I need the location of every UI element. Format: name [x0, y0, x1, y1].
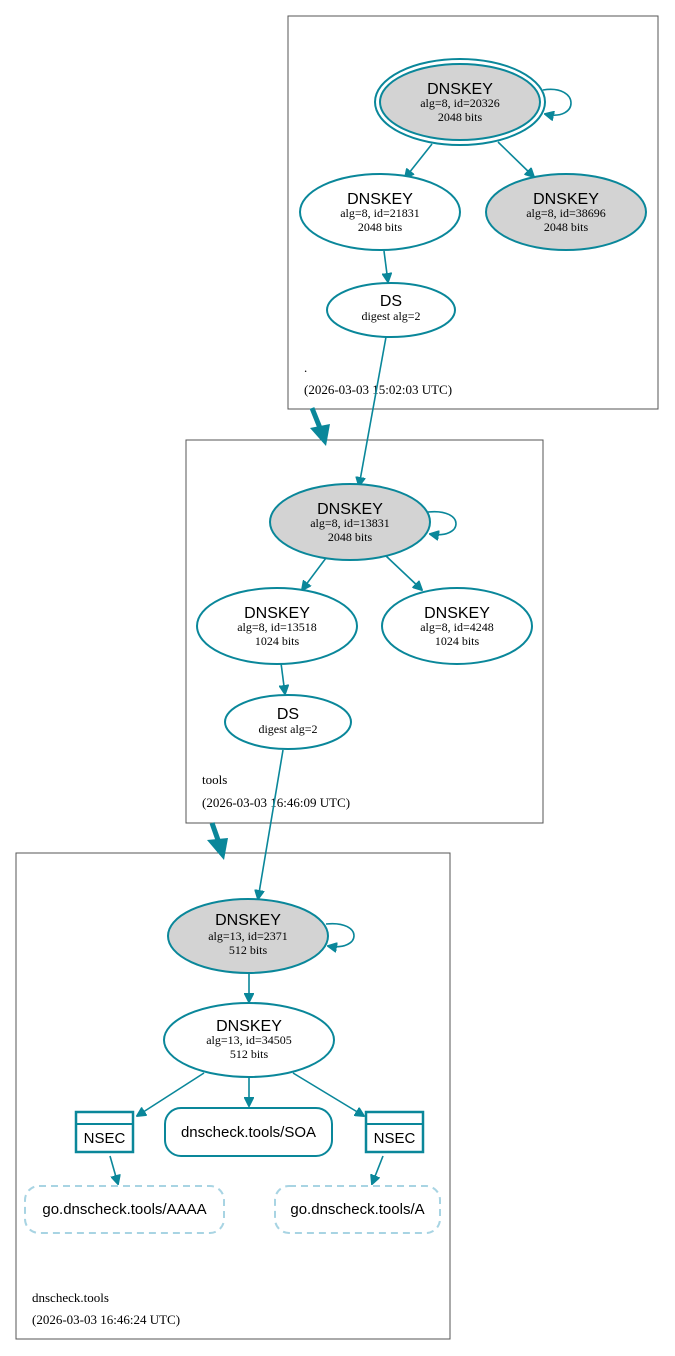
node-a[interactable]: go.dnscheck.tools/A [274, 1185, 441, 1234]
edge-dc-zsk-nsec-right [292, 1072, 364, 1116]
node-soa[interactable]: dnscheck.tools/SOA [164, 1107, 333, 1157]
node-soa-title: dnscheck.tools/SOA [181, 1124, 316, 1141]
edge-nsec-left-aaaa [109, 1155, 118, 1184]
node-tools-zsk1-title: DNSKEY [244, 605, 310, 622]
node-aaaa[interactable]: go.dnscheck.tools/AAAA [24, 1185, 225, 1234]
node-tools-zsk1[interactable]: DNSKEY alg=8, id=13518 1024 bits [196, 587, 358, 665]
node-root-ksk-bits: 2048 bits [438, 110, 483, 124]
zone-root-name: . [304, 360, 307, 375]
node-root-zsk1[interactable]: DNSKEY alg=8, id=21831 2048 bits [299, 173, 461, 251]
node-nsec-left-title: NSEC [84, 1130, 126, 1147]
node-dc-ksk-bits: 512 bits [229, 943, 268, 957]
edge-tools-ksk-zsk1 [302, 557, 327, 590]
node-root-ds-title: DS [380, 293, 402, 310]
zone-dnscheck-timestamp: (2026-03-03 16:46:24 UTC) [32, 1312, 180, 1327]
node-tools-zsk1-alg: alg=8, id=13518 [237, 620, 317, 634]
edge-nsec-right-a [372, 1155, 384, 1184]
node-root-zsk2[interactable]: DNSKEY alg=8, id=38696 2048 bits [485, 173, 647, 251]
zone-dnscheck-name: dnscheck.tools [32, 1290, 109, 1305]
node-dc-ksk-title: DNSKEY [215, 912, 281, 929]
edge-dc-ksk-self [325, 922, 355, 947]
node-nsec-left[interactable]: NSEC [74, 1110, 135, 1154]
edge-tools-zsk1-ds [281, 662, 285, 694]
node-tools-ksk-alg: alg=8, id=13831 [310, 516, 390, 530]
node-dc-zsk[interactable]: DNSKEY alg=13, id=34505 512 bits [163, 1002, 335, 1078]
node-tools-ksk-bits: 2048 bits [328, 530, 373, 544]
edge-tools-ds-dc-ksk [258, 749, 284, 899]
zone-dnscheck-box [15, 852, 451, 1340]
node-root-zsk1-title: DNSKEY [347, 191, 413, 208]
node-tools-ds-digest: digest alg=2 [258, 722, 317, 736]
zone-root-timestamp: (2026-03-03 15:02:03 UTC) [304, 382, 452, 397]
node-root-zsk2-bits: 2048 bits [544, 220, 589, 234]
edge-root-ksk-zsk1 [405, 143, 433, 178]
node-tools-zsk2-bits: 1024 bits [435, 634, 480, 648]
edge-dc-zsk-nsec-left [137, 1072, 205, 1116]
edge-root-ksk-self [542, 88, 572, 115]
node-a-title: go.dnscheck.tools/A [290, 1201, 424, 1218]
node-root-ds-digest: digest alg=2 [361, 309, 420, 323]
node-tools-zsk1-bits: 1024 bits [255, 634, 300, 648]
node-dc-zsk-alg: alg=13, id=34505 [206, 1033, 292, 1047]
edge-root-zsk1-ds [384, 250, 388, 282]
zone-tools-timestamp: (2026-03-03 16:46:09 UTC) [202, 795, 350, 810]
node-root-ds[interactable]: DS digest alg=2 [326, 282, 456, 338]
delegation-arrow-tools-dnscheck [207, 822, 228, 860]
node-tools-ds-title: DS [277, 706, 299, 723]
zone-root-box [287, 15, 659, 410]
node-root-zsk2-alg: alg=8, id=38696 [526, 206, 606, 220]
node-tools-ds[interactable]: DS digest alg=2 [224, 694, 352, 750]
node-aaaa-title: go.dnscheck.tools/AAAA [42, 1201, 206, 1218]
node-tools-zsk2-alg: alg=8, id=4248 [420, 620, 494, 634]
node-tools-ksk-title: DNSKEY [317, 501, 383, 518]
edge-root-ksk-zsk2 [497, 141, 534, 177]
node-root-ksk-alg: alg=8, id=20326 [420, 96, 500, 110]
node-nsec-right[interactable]: NSEC [364, 1110, 425, 1154]
node-dc-zsk-bits: 512 bits [230, 1047, 269, 1061]
node-root-ksk[interactable]: DNSKEY alg=8, id=20326 2048 bits [374, 58, 546, 146]
node-root-zsk2-title: DNSKEY [533, 191, 599, 208]
node-nsec-right-title: NSEC [374, 1130, 416, 1147]
node-dc-ksk-alg: alg=13, id=2371 [208, 929, 288, 943]
node-dc-ksk[interactable]: DNSKEY alg=13, id=2371 512 bits [167, 898, 329, 974]
node-root-zsk1-bits: 2048 bits [358, 220, 403, 234]
edge-tools-ksk-self [427, 510, 457, 535]
node-tools-ksk[interactable]: DNSKEY alg=8, id=13831 2048 bits [269, 483, 431, 561]
delegation-arrow-root-tools [309, 407, 330, 446]
node-root-ksk-title: DNSKEY [427, 81, 493, 98]
edge-tools-ksk-zsk2 [385, 555, 422, 590]
node-tools-zsk2-title: DNSKEY [424, 605, 490, 622]
node-tools-zsk2[interactable]: DNSKEY alg=8, id=4248 1024 bits [381, 587, 533, 665]
zone-tools-box [185, 439, 544, 824]
node-dc-zsk-title: DNSKEY [216, 1018, 282, 1035]
zone-tools-name: tools [202, 772, 227, 787]
edge-root-ds-tools-ksk [359, 336, 387, 486]
node-root-zsk1-alg: alg=8, id=21831 [340, 206, 420, 220]
